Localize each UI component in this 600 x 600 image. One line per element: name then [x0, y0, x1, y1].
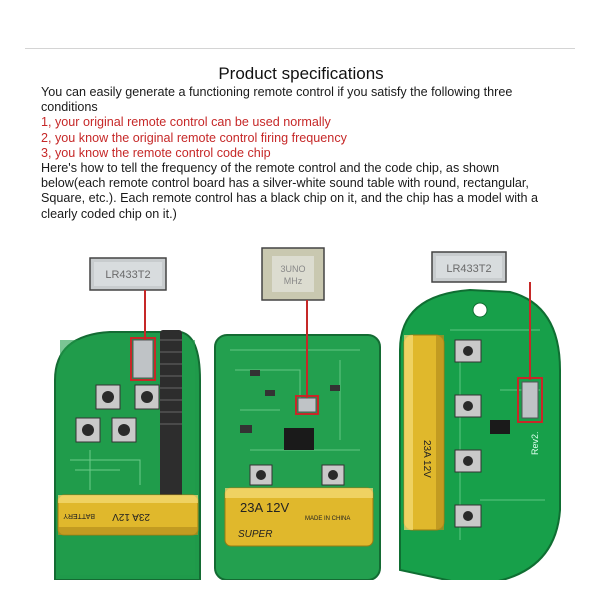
left-chip-callout: LR433T2 — [89, 257, 167, 381]
right-board-rev: Rev2. — [530, 431, 540, 455]
remote-boards-illustration: 23A 12V BATTERY LR433T2 23A 12V — [54, 247, 561, 580]
intro-text: You can easily generate a functioning re… — [41, 85, 513, 115]
page-title: Product specifications — [218, 64, 384, 83]
left-chip-label: LR433T2 — [105, 269, 150, 281]
left-battery-label: 23A 12V — [112, 511, 150, 522]
spec-text: Product specifications You can easily ge… — [41, 64, 561, 222]
top-divider — [25, 48, 575, 49]
middle-battery-brand: SUPER — [238, 529, 272, 540]
condition-3: 3, you know the remote control code chip — [41, 145, 271, 160]
middle-chip-label-1: 3UNO — [280, 264, 305, 274]
right-chip-label: LR433T2 — [446, 263, 491, 275]
right-chip-callout: LR433T2 — [431, 251, 543, 423]
left-remote-board: 23A 12V BATTERY — [54, 330, 201, 580]
right-remote-board: Rev2. 23A 12V — [399, 288, 561, 580]
middle-battery-label: 23A 12V — [240, 500, 289, 515]
left-battery-brand: BATTERY — [63, 512, 95, 519]
condition-2: 2, you know the original remote control … — [41, 130, 347, 145]
middle-chip-label-2: MHz — [284, 276, 303, 286]
middle-chip-callout: 3UNO MHz — [261, 247, 325, 415]
middle-remote-board: 23A 12V MADE IN CHINA SUPER — [214, 334, 381, 580]
explanation-text: Here's how to tell the frequency of the … — [41, 161, 539, 221]
middle-battery-sub: MADE IN CHINA — [305, 516, 350, 522]
condition-1: 1, your original remote control can be u… — [41, 115, 331, 130]
remote-photos: 23A 12V BATTERY LR433T2 23A 12V — [0, 240, 600, 580]
right-battery-label: 23A 12V — [421, 440, 432, 478]
